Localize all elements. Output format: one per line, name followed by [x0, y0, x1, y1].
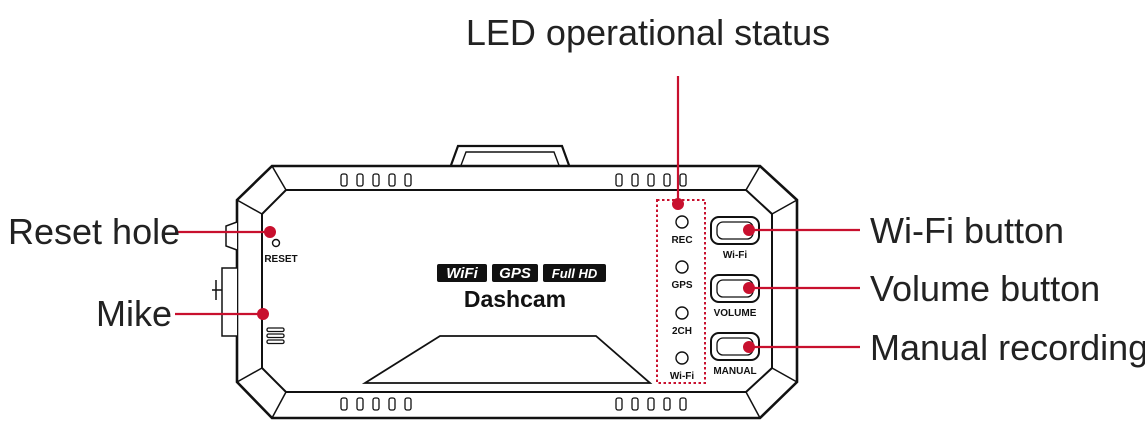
- manual-button[interactable]: MANUAL: [710, 332, 760, 377]
- badge-wifi: WiFi: [437, 264, 487, 282]
- vents-bottom-right: [615, 397, 687, 411]
- screen-window: [361, 335, 653, 384]
- callout-reset-hole: Reset hole: [8, 211, 180, 252]
- mic-slots: [266, 327, 285, 345]
- brand-name: Dashcam: [464, 286, 566, 312]
- svg-text:Full HD: Full HD: [552, 266, 598, 281]
- svg-text:2CH: 2CH: [672, 326, 692, 337]
- svg-text:REC: REC: [671, 235, 692, 246]
- svg-text:GPS: GPS: [671, 280, 692, 291]
- callout-lines: [175, 76, 860, 349]
- volume-button[interactable]: VOLUME: [710, 274, 760, 319]
- svg-text:Wi-Fi: Wi-Fi: [670, 371, 695, 382]
- vents-top-right: [615, 173, 687, 187]
- led-status-box: [656, 199, 706, 384]
- badge-fullhd: Full HD: [543, 264, 606, 282]
- led-gps: GPS: [671, 260, 693, 291]
- callout-dots: [257, 198, 755, 353]
- callout-wifi-button: Wi-Fi button: [870, 210, 1064, 251]
- callout-led-status: LED operational status: [466, 12, 830, 53]
- led-wifi: Wi-Fi: [670, 351, 695, 382]
- led-2ch: 2CH: [672, 306, 692, 337]
- led-rec: REC: [671, 215, 693, 246]
- svg-text:GPS: GPS: [499, 265, 531, 282]
- reset-hole[interactable]: [271, 238, 281, 248]
- wifi-button[interactable]: Wi-Fi: [710, 216, 760, 261]
- svg-text:WiFi: WiFi: [446, 265, 478, 282]
- callout-volume-button: Volume button: [870, 268, 1100, 309]
- vents-bottom-left: [340, 397, 412, 411]
- vents-top-left: [340, 173, 412, 187]
- wifi-button-label: Wi-Fi: [723, 250, 748, 261]
- volume-button-label: VOLUME: [714, 308, 757, 319]
- callout-mike: Mike: [96, 293, 172, 334]
- callout-manual-recording: Manual recording: [870, 327, 1145, 368]
- manual-button-label: MANUAL: [713, 366, 756, 377]
- badge-gps: GPS: [492, 264, 538, 282]
- side-port: [212, 221, 238, 337]
- reset-label: RESET: [264, 254, 297, 265]
- top-bump-inner: [459, 151, 561, 169]
